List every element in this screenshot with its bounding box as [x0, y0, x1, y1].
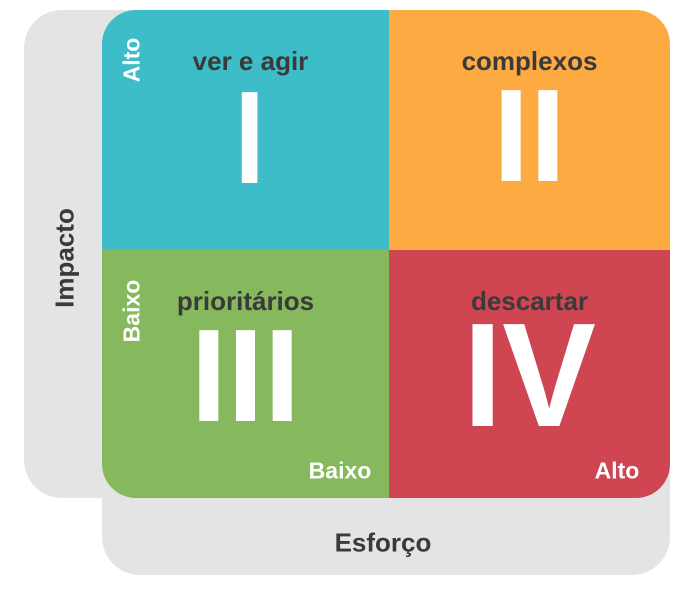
- quadrant-1-label: ver e agir: [192, 46, 309, 76]
- quadrant-1: ver e agir I: [102, 10, 389, 250]
- quadrant-3-numeral: III: [190, 302, 301, 449]
- quadrant-4-numeral: IV: [463, 293, 596, 458]
- impact-low-label: Baixo: [118, 279, 145, 343]
- effort-low-label: Baixo: [308, 457, 372, 484]
- quadrant-3: prioritários III: [102, 250, 389, 498]
- impact-high-label: Alto: [118, 37, 145, 83]
- impact-axis-title: Impacto: [49, 208, 80, 308]
- quadrant-2-label: complexos: [461, 46, 598, 76]
- quadrant-4: descartar IV: [389, 250, 670, 498]
- quadrant-1-numeral: I: [234, 64, 265, 211]
- quadrant-4-label: descartar: [470, 286, 589, 316]
- priority-matrix: ver e agir I complexos II prioritários I…: [102, 10, 670, 498]
- effort-high-label: Alto: [594, 457, 640, 484]
- effort-axis-title: Esforço: [334, 527, 432, 558]
- quadrant-3-label: prioritários: [176, 286, 315, 316]
- quadrant-2: complexos II: [389, 10, 670, 250]
- quadrant-2-numeral: II: [492, 62, 567, 209]
